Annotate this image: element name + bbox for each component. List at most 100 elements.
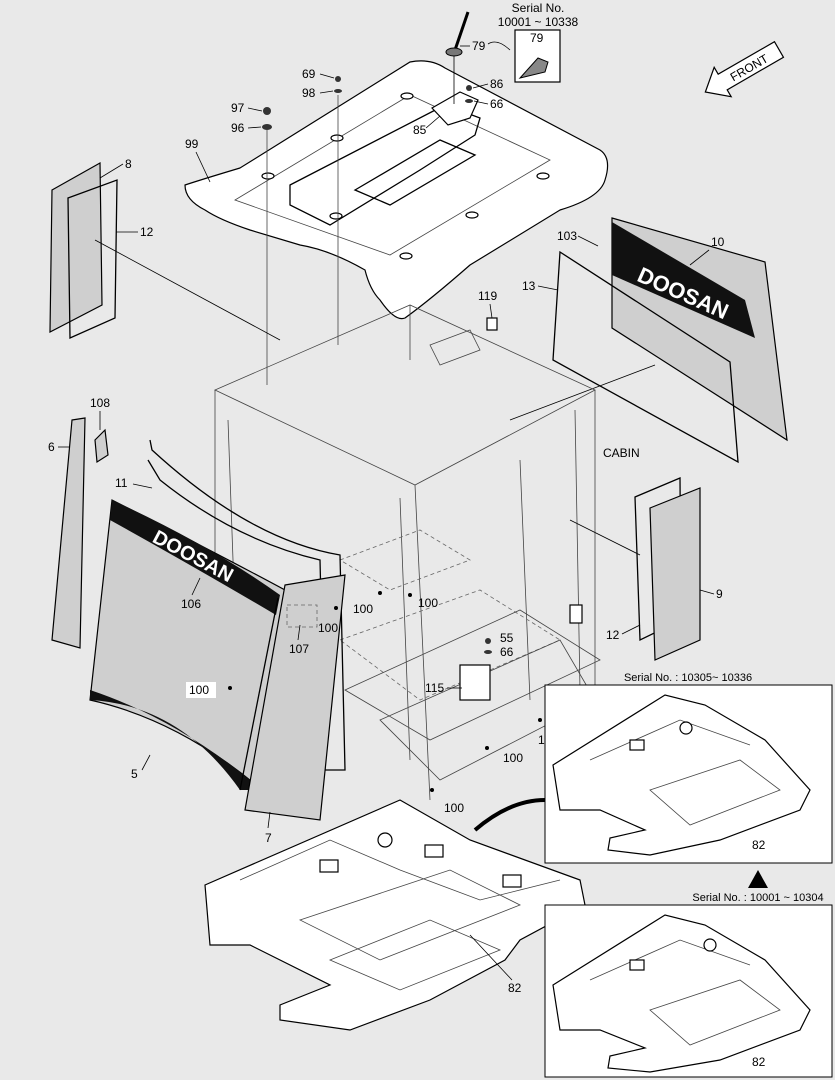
label-79: 79: [472, 39, 486, 53]
bolt-dot: [228, 686, 232, 690]
antenna-base-icon: [518, 57, 549, 79]
front-window: DOOSAN 11 106 107 5 7: [89, 439, 346, 845]
roof-mount: [429, 329, 481, 366]
leader: [247, 107, 263, 112]
label-100-d: 100: [418, 596, 438, 610]
floor-outline: [339, 529, 471, 591]
leader: [195, 151, 211, 183]
variant-box-1: Serial No. : 10305~ 10336 82: [544, 672, 833, 864]
label-12-right: 12: [606, 628, 620, 642]
label-100-a: 100: [189, 683, 209, 697]
glass-8: [49, 161, 103, 333]
leader: [297, 624, 301, 641]
leader: [247, 126, 262, 129]
center-bolt-labels: 55 66 115: [425, 631, 514, 695]
label-97: 97: [231, 101, 245, 115]
left-rear-window: 8 12: [49, 157, 281, 341]
label-99: 99: [185, 137, 199, 151]
bolt-dot: [538, 718, 542, 722]
label-5: 5: [131, 767, 138, 781]
label-10: 10: [711, 235, 725, 249]
label-100-h: 100: [503, 751, 523, 765]
roof-bolt-hole: [536, 172, 550, 180]
roof-bolt-hole: [329, 212, 343, 220]
right-door-glass: 9 12: [569, 477, 723, 661]
seal-13: [552, 250, 739, 464]
label-86: 86: [490, 77, 504, 91]
left-door-parts: 108 6: [48, 396, 110, 649]
mat-slot: [319, 859, 339, 873]
mat-panel: [649, 759, 781, 826]
cabin-frame: [214, 304, 601, 801]
roof-bolt-hole: [400, 92, 414, 100]
mat-panel: [298, 869, 521, 961]
bolt-dot: [485, 746, 489, 750]
floor-mat-82: [204, 799, 586, 1031]
mat-seam: [589, 939, 751, 981]
leader: [469, 934, 513, 981]
bracket-115: [459, 664, 491, 701]
serial-right-1: Serial No. : 10305~ 10336: [624, 672, 752, 684]
mat-slot: [629, 959, 645, 971]
leader: [132, 483, 153, 489]
label-82-v2: 82: [752, 1055, 766, 1069]
label-82-v1: 82: [752, 838, 766, 852]
roof-labels: 79 69 98 86 66 97 96 85 99: [185, 39, 504, 183]
front-arrow: FRONT: [704, 40, 785, 98]
label-11: 11: [115, 476, 128, 490]
label-9: 9: [716, 587, 723, 601]
label-100-c: 100: [353, 602, 373, 616]
label-13: 13: [522, 279, 536, 293]
serial-top-range: 10001 ~ 10338: [498, 15, 579, 29]
bolt-dot: [408, 593, 412, 597]
floor-mat-main: 82: [204, 799, 586, 1031]
cabin-inner-pillars: [227, 409, 581, 761]
label-7: 7: [265, 831, 272, 845]
leader: [509, 364, 656, 421]
bolt-69: [335, 76, 341, 82]
door-strip-6: [51, 417, 86, 649]
serial-top-title: Serial No.: [512, 1, 565, 15]
label-82-main: 82: [508, 981, 522, 995]
label-119: 119: [478, 289, 497, 303]
bolt-55: [485, 638, 491, 644]
washer-96: [262, 124, 272, 130]
side-latch: [569, 604, 583, 624]
leader: [577, 235, 599, 247]
divider-bar: [239, 597, 279, 791]
cabin-label: CABIN: [603, 446, 640, 460]
leader: [569, 519, 641, 556]
leader: [621, 624, 641, 635]
decal-103: [612, 222, 755, 338]
mat-seam: [589, 719, 751, 761]
label-108: 108: [90, 396, 110, 410]
mat-panel: [649, 979, 781, 1046]
leader: [489, 303, 493, 319]
leader: [94, 239, 281, 341]
label-69: 69: [302, 67, 316, 81]
roof-bolt-hole: [399, 252, 413, 260]
antenna-base: [445, 47, 463, 57]
bolt-86: [466, 85, 472, 91]
variant-arrow: [473, 798, 546, 832]
cabin-roof-top: [214, 304, 596, 486]
label-106: 106: [181, 597, 201, 611]
bracket-108: [94, 428, 109, 464]
mat-hole: [377, 832, 393, 848]
roof-bolt-hole: [261, 172, 275, 180]
leader: [267, 811, 271, 829]
label-100-b: 100: [318, 621, 338, 635]
label-96: 96: [231, 121, 245, 135]
label-98: 98: [302, 86, 316, 100]
leader: [319, 73, 335, 79]
leader: [699, 589, 715, 595]
bolt-dot: [334, 606, 338, 610]
bolt-dot: [378, 591, 382, 595]
lower-glass-7: [244, 574, 346, 821]
leader: [425, 115, 441, 129]
floor-outline: [339, 589, 561, 701]
mat-panel: [328, 919, 502, 991]
roof-bolt-hole: [330, 134, 344, 142]
washer-66: [465, 99, 473, 103]
